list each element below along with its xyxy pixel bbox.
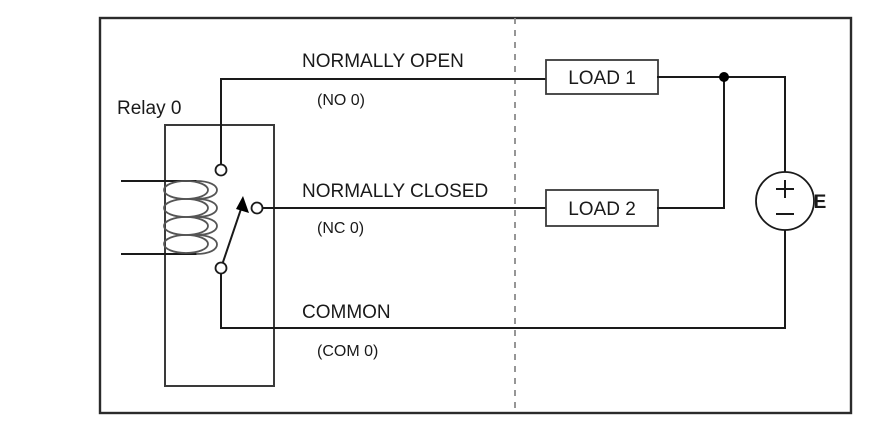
load-1-group: LOAD 1 bbox=[545, 59, 786, 95]
voltage-source-symbol bbox=[755, 171, 815, 231]
load-1-label: LOAD 1 bbox=[568, 68, 636, 89]
load-2-label: LOAD 2 bbox=[568, 199, 636, 220]
load-1-box bbox=[545, 59, 659, 95]
normally-open-label: NORMALLY OPEN bbox=[302, 51, 464, 72]
outer-frame bbox=[98, 16, 853, 415]
com-terminal bbox=[214, 261, 228, 275]
relay-body-box bbox=[164, 124, 275, 387]
relay-coil bbox=[121, 180, 218, 255]
junction-dot bbox=[719, 72, 729, 82]
normally-closed-tag: (NC 0) bbox=[317, 220, 364, 237]
relay-label: Relay 0 bbox=[117, 98, 181, 119]
common-label: COMMON bbox=[302, 302, 391, 323]
plus-sign bbox=[776, 180, 794, 198]
common-circuit bbox=[214, 261, 786, 329]
normally-open-tag: (NO 0) bbox=[317, 92, 365, 109]
relay-armature-switch bbox=[219, 196, 249, 270]
normally-open-circuit bbox=[214, 78, 547, 177]
load-2-box bbox=[545, 189, 659, 227]
normally-closed-label: NORMALLY CLOSED bbox=[302, 181, 488, 202]
source-label: E bbox=[814, 192, 827, 213]
nc-terminal bbox=[250, 201, 264, 215]
normally-closed-circuit bbox=[250, 201, 547, 215]
no-terminal bbox=[214, 163, 228, 177]
common-tag: (COM 0) bbox=[317, 343, 378, 360]
voltage-source-group: E bbox=[755, 76, 827, 329]
load-2-group: LOAD 2 bbox=[545, 76, 725, 227]
